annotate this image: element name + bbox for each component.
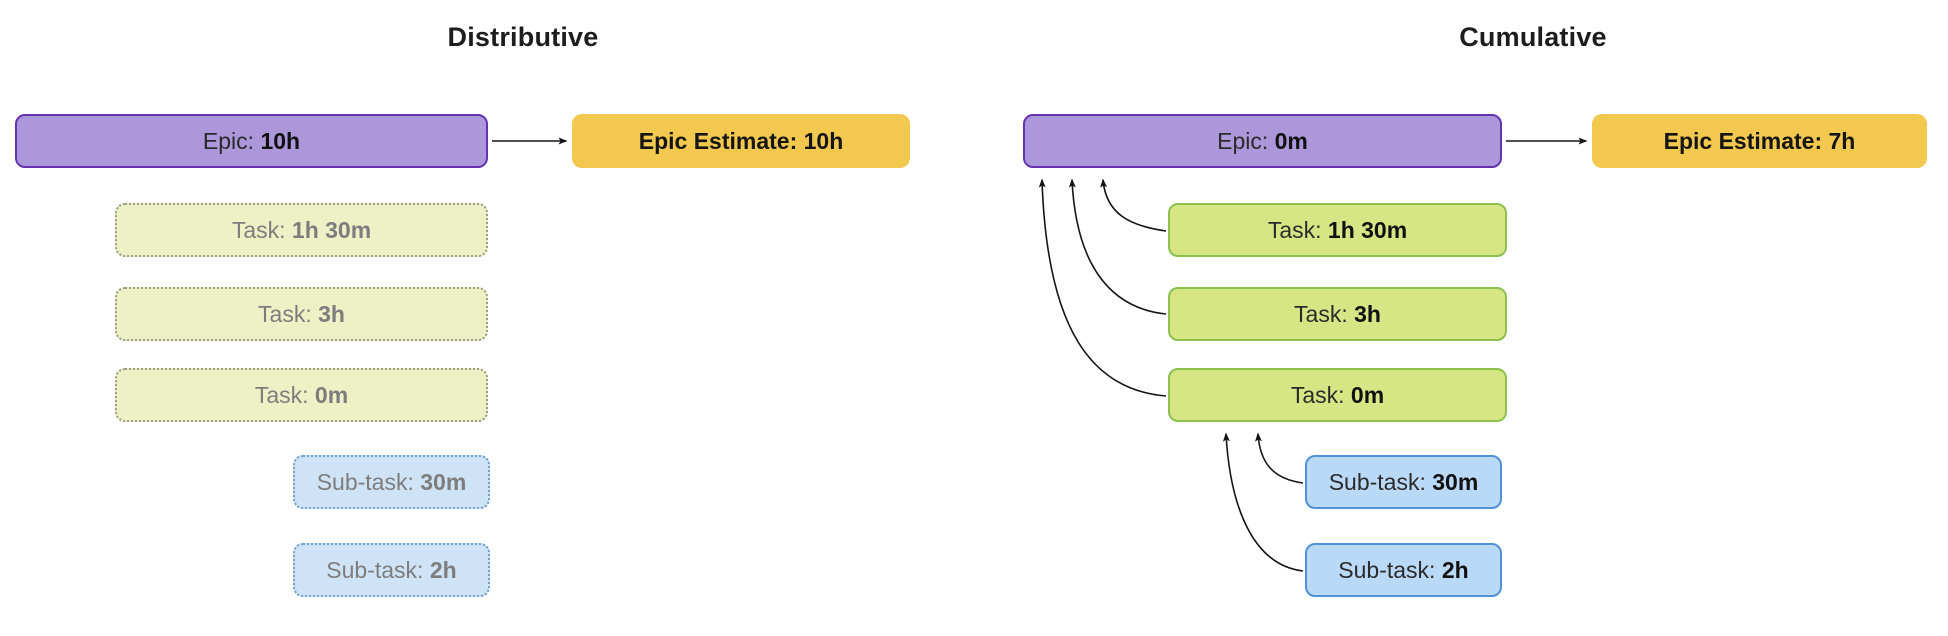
task-node: Task: 1h 30m [115,203,488,257]
task-label: Task: [254,381,315,408]
task-value: 0m [314,381,349,408]
subtask-value: 2h [1441,556,1469,583]
subtask-label: Sub-task: [326,556,430,583]
epic-estimate-node: Epic Estimate: 7h [1592,114,1927,168]
subtask-node: Sub-task: 30m [293,455,490,509]
task-node: Task: 0m [115,368,488,422]
task-label: Task: [231,216,292,243]
subtask-node: Sub-task: 2h [293,543,490,597]
task-node: Task: 0m [1168,368,1507,422]
subtask-node: Sub-task: 30m [1305,455,1502,509]
task-value: 1h 30m [291,216,372,243]
task1-to-epic-arrow [1100,178,1167,232]
epic-estimate-label: Epic Estimate: [638,127,804,154]
epic-estimate-node: Epic Estimate: 10h [572,114,910,168]
subtask-value: 2h [429,556,457,583]
task-node: Task: 1h 30m [1168,203,1507,257]
epic-label: Epic: [1217,127,1275,154]
task-label: Task: [1267,216,1328,243]
subtask-value: 30m [1432,468,1479,495]
task-value: 3h [318,300,345,327]
subtask2-to-task-arrow [1222,432,1304,572]
epic-estimate-label: Epic Estimate: [1663,127,1829,154]
epic-value: 0m [1274,127,1308,154]
task2-to-epic-arrow [1068,178,1167,315]
task-node: Task: 3h [115,287,488,341]
subtask-node: Sub-task: 2h [1305,543,1502,597]
subtask-label: Sub-task: [1328,468,1433,495]
subtask1-to-task-arrow [1255,432,1304,484]
epic-estimate-value: 7h [1828,127,1856,154]
epic-value: 10h [260,127,301,154]
task-label: Task: [1294,300,1355,327]
epic-node: Epic: 0m [1023,114,1502,168]
epic-label: Epic: [202,127,261,154]
task3-to-epic-arrow [1038,178,1167,397]
task-value: 1h 30m [1327,216,1408,243]
task-value: 0m [1350,381,1385,408]
task-label: Task: [258,300,319,327]
subtask-label: Sub-task: [1338,556,1442,583]
task-node: Task: 3h [1168,287,1507,341]
task-label: Task: [1290,381,1351,408]
epic-node: Epic: 10h [15,114,488,168]
epic-estimate-value: 10h [803,127,844,154]
task-value: 3h [1354,300,1381,327]
cumulative-title: Cumulative [1459,22,1607,52]
subtask-label: Sub-task: [316,468,421,495]
distributive-title: Distributive [447,22,599,52]
subtask-value: 30m [420,468,467,495]
